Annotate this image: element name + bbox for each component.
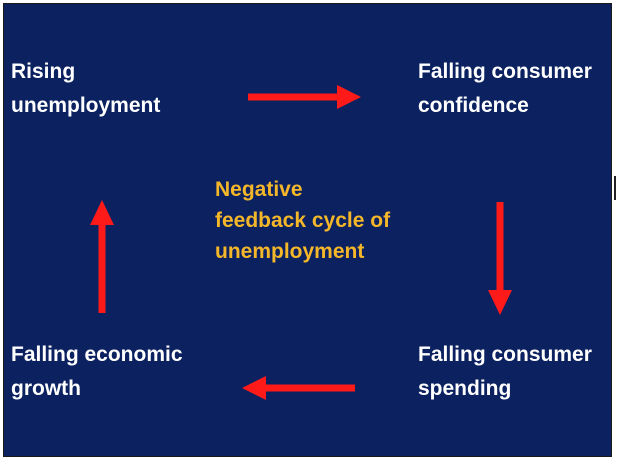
node-rising-unemployment-line-2: unemployment xyxy=(11,94,161,117)
arrow-left-icon xyxy=(242,376,355,400)
node-falling-consumer-spending: Falling consumer spending xyxy=(418,338,592,406)
center-caption: Negative feedback cycle of unemployment xyxy=(215,174,390,267)
node-falling-consumer-confidence: Falling consumer confidence xyxy=(418,55,592,123)
node-rising-unemployment-line-1: Rising xyxy=(11,60,76,83)
node-falling-consumer-spending-line-2: spending xyxy=(418,377,512,400)
center-caption-line-2: feedback cycle of xyxy=(215,209,391,232)
node-falling-economic-growth: Falling economic growth xyxy=(11,338,183,406)
node-rising-unemployment: Rising unemployment xyxy=(11,55,160,123)
arrow-right-icon xyxy=(248,85,361,109)
edge-mark xyxy=(614,176,616,200)
node-falling-consumer-spending-line-1: Falling consumer xyxy=(418,343,592,366)
node-falling-economic-growth-line-2: growth xyxy=(11,377,81,400)
arrow-up-icon xyxy=(90,200,114,313)
node-falling-economic-growth-line-1: Falling economic xyxy=(11,343,183,366)
center-caption-line-3: unemployment xyxy=(215,240,365,263)
arrow-down-icon xyxy=(488,202,512,315)
node-falling-consumer-confidence-line-1: Falling consumer xyxy=(418,60,592,83)
center-caption-line-1: Negative xyxy=(215,178,303,201)
node-falling-consumer-confidence-line-2: confidence xyxy=(418,94,529,117)
